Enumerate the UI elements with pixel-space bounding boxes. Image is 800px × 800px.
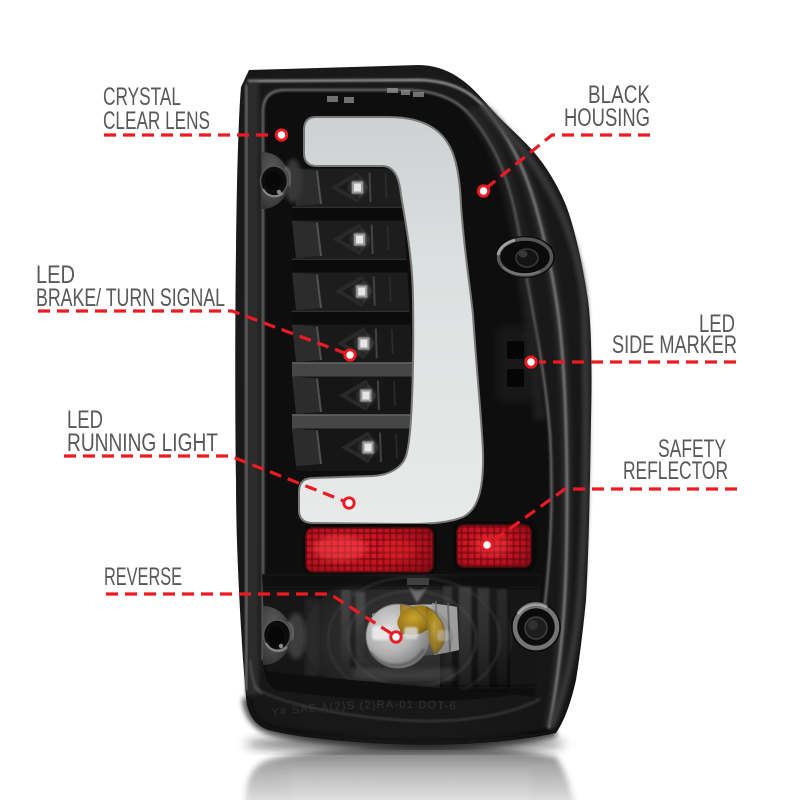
svg-text:SAFETY: SAFETY bbox=[658, 435, 726, 463]
svg-text:LED: LED bbox=[36, 261, 75, 289]
svg-text:CRYSTAL: CRYSTAL bbox=[103, 83, 181, 111]
svg-text:LED: LED bbox=[67, 406, 103, 434]
svg-text:BLACK: BLACK bbox=[588, 81, 650, 109]
svg-text:HOUSING: HOUSING bbox=[564, 104, 650, 132]
svg-text:REFLECTOR: REFLECTOR bbox=[623, 457, 728, 485]
svg-text:SIDE MARKER: SIDE MARKER bbox=[612, 331, 737, 359]
svg-text:BRAKE/ TURN SIGNAL: BRAKE/ TURN SIGNAL bbox=[36, 284, 225, 312]
svg-text:REVERSE: REVERSE bbox=[104, 563, 182, 591]
svg-text:LED: LED bbox=[699, 310, 735, 338]
svg-text:RUNNING LIGHT: RUNNING LIGHT bbox=[67, 429, 218, 457]
svg-text:CLEAR LENS: CLEAR LENS bbox=[103, 107, 210, 135]
